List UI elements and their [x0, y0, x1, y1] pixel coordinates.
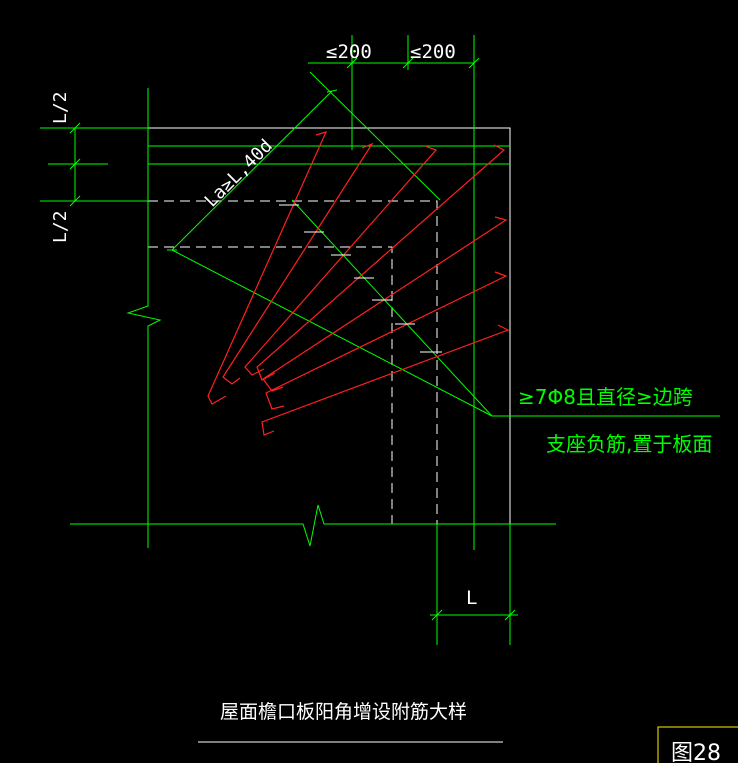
left-tick-mid — [69, 158, 81, 170]
rebar-2 — [222, 142, 374, 385]
drawing-title: 屋面檐口板阳角增设附筋大样 — [220, 701, 467, 723]
bottom-tick-1 — [431, 609, 443, 621]
rebar-4 — [256, 144, 506, 381]
figure-label: 图28 — [671, 741, 721, 763]
annotation-line-1: ≥7Φ8且直径≥边跨 — [518, 385, 693, 409]
dim-bottom: L — [466, 587, 477, 609]
rebar-6 — [265, 271, 508, 410]
bottom-tick-2 — [504, 609, 516, 621]
diagonal-dim-line — [171, 90, 333, 251]
top-tick-1 — [346, 57, 358, 69]
dim-top-left: ≤200 — [326, 41, 372, 63]
figure-label-box — [657, 726, 738, 763]
dim-diagonal: La≥L,40d — [201, 135, 277, 211]
dim-left-top: L/2 — [50, 91, 71, 124]
top-tick-3 — [468, 57, 480, 69]
bar-marks — [279, 204, 442, 353]
dimension-lines — [40, 35, 720, 645]
left-break-line — [126, 88, 162, 548]
bottom-break-line — [70, 504, 556, 547]
dim-top-right: ≤200 — [410, 41, 456, 63]
left-tick-bottom — [69, 195, 81, 207]
diagonal-tick-2 — [326, 89, 338, 93]
top-tick-2 — [402, 57, 414, 69]
additional-rebars — [207, 131, 510, 436]
annotation-line-2: 支座负筋,置于板面 — [546, 432, 712, 456]
slab-outer-edge — [148, 127, 511, 524]
rebar-5 — [262, 216, 508, 392]
slab-dashed-line-1 — [148, 200, 438, 524]
slab-outline — [148, 127, 511, 524]
slab-dashed-line-2 — [148, 246, 393, 524]
rebar-1 — [207, 131, 328, 405]
leader-diagonal — [171, 249, 493, 417]
rebar-3 — [244, 145, 438, 376]
rebar-7 — [261, 324, 510, 436]
leader-line — [291, 199, 720, 417]
diagonal-ext-top — [309, 71, 441, 201]
dim-left-bottom: L/2 — [50, 210, 71, 243]
left-tick-top — [69, 122, 81, 134]
